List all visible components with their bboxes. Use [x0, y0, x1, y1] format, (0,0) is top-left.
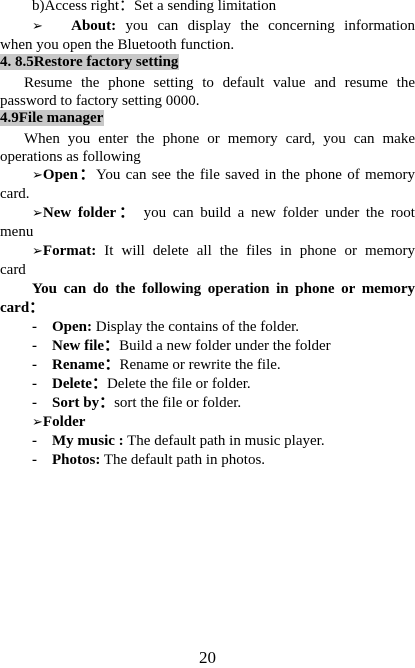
arrow-bullet-icon: ➢: [32, 19, 43, 34]
item-text: sort the file or folder.: [114, 395, 242, 411]
item-label: Delete：: [52, 376, 107, 392]
open-label: Open：: [42, 167, 97, 183]
open-text-2: card.: [0, 186, 30, 202]
item-label: Photos:: [52, 452, 101, 468]
format-line: ➢Format: It will delete all the files in…: [32, 241, 415, 262]
restore-line-1: Resume the phone setting to default valu…: [24, 73, 415, 93]
arrow-bullet-icon: ➢: [32, 168, 43, 183]
access-right-line: b)Access right：Set a sending limitation: [32, 0, 415, 16]
heading-restore-text: 4. 8.5Restore factory setting: [0, 54, 180, 70]
arrow-bullet-icon: ➢: [32, 206, 43, 221]
heading-file-manager-text: 4.9File manager: [0, 110, 105, 126]
dash-bullet: -: [32, 395, 37, 411]
about-text-1: you can display the concerning informati…: [125, 18, 415, 34]
list-item-rename: -Rename：Rename or rewrite the file.: [32, 355, 415, 375]
new-folder-text-1: you can build a new folder under the roo…: [143, 205, 415, 221]
item-text: Display the contains of the folder.: [95, 319, 300, 335]
heading-file-manager: 4.9File manager: [0, 108, 415, 128]
restore-text-1: Resume the phone setting to default valu…: [24, 75, 415, 91]
dash-bullet: -: [32, 357, 37, 373]
dash-bullet: -: [32, 338, 37, 354]
new-folder-label: New folder：: [42, 205, 137, 221]
open-line: ➢Open：You can see the file saved in the …: [32, 165, 415, 186]
item-label: New file：: [52, 338, 120, 354]
item-text: Delete the file or folder.: [106, 376, 251, 392]
file-manager-line-2: operations as following: [0, 147, 415, 167]
heading-restore: 4. 8.5Restore factory setting: [0, 52, 415, 72]
file-manager-line-1: When you enter the phone or memory card,…: [24, 129, 415, 149]
new-folder-text-2: menu: [0, 224, 34, 240]
arrow-bullet-icon: ➢: [32, 244, 43, 259]
open-line-2: card.: [0, 184, 415, 204]
access-right-text: b)Access right：Set a sending limitation: [32, 0, 277, 14]
list-item-delete: -Delete：Delete the file or folder.: [32, 374, 415, 394]
arrow-bullet-icon: ➢: [32, 415, 43, 430]
folder-heading: ➢Folder: [32, 412, 415, 433]
list-item-sort-by: -Sort by：sort the file or folder.: [32, 393, 415, 413]
item-label: My music :: [52, 433, 124, 449]
about-label: About:: [71, 18, 117, 34]
about-text-2: when you open the Bluetooth function.: [0, 37, 235, 53]
new-folder-line-2: menu: [0, 222, 415, 242]
item-text: The default path in photos.: [103, 452, 266, 468]
restore-line-2: password to factory setting 0000.: [0, 91, 415, 111]
item-label: Sort by：: [52, 395, 115, 411]
operations-intro-text-1: You can do the following operation in ph…: [32, 281, 415, 297]
open-text-1: You can see the file saved in the phone …: [96, 167, 415, 183]
dash-bullet: -: [32, 376, 37, 392]
about-line-2: when you open the Bluetooth function.: [0, 35, 415, 55]
list-item-open: -Open: Display the contains of the folde…: [32, 317, 415, 337]
item-label: Open:: [52, 319, 93, 335]
dash-bullet: -: [32, 319, 37, 335]
item-text: The default path in music player.: [127, 433, 325, 449]
format-text-2: card: [0, 262, 26, 278]
new-folder-line: ➢New folder： you can build a new folder …: [32, 203, 415, 224]
item-text: Build a new folder under the folder: [119, 338, 331, 354]
operations-intro-text-2: card：: [0, 300, 45, 316]
item-label: Rename：: [52, 357, 120, 373]
operations-intro-line: You can do the following operation in ph…: [32, 279, 415, 299]
about-line: ➢ About: you can display the concerning …: [32, 16, 415, 37]
format-text-1: It will delete all the files in phone or…: [104, 243, 415, 259]
page-number: 20: [199, 648, 216, 667]
list-item-new-file: -New file：Build a new folder under the f…: [32, 336, 415, 356]
dash-bullet: -: [32, 433, 37, 449]
operations-intro-line-2: card：: [0, 298, 415, 318]
restore-text-2: password to factory setting 0000.: [0, 93, 200, 109]
file-manager-text-2: operations as following: [0, 149, 141, 165]
dash-bullet: -: [32, 452, 37, 468]
item-text: Rename or rewrite the file.: [119, 357, 281, 373]
list-item-my-music: -My music : The default path in music pl…: [32, 431, 415, 451]
file-manager-text-1: When you enter the phone or memory card,…: [24, 131, 415, 147]
format-label: Format:: [42, 243, 97, 259]
folder-label: Folder: [42, 414, 86, 430]
list-item-photos: -Photos: The default path in photos.: [32, 450, 415, 470]
format-line-2: card: [0, 260, 415, 280]
